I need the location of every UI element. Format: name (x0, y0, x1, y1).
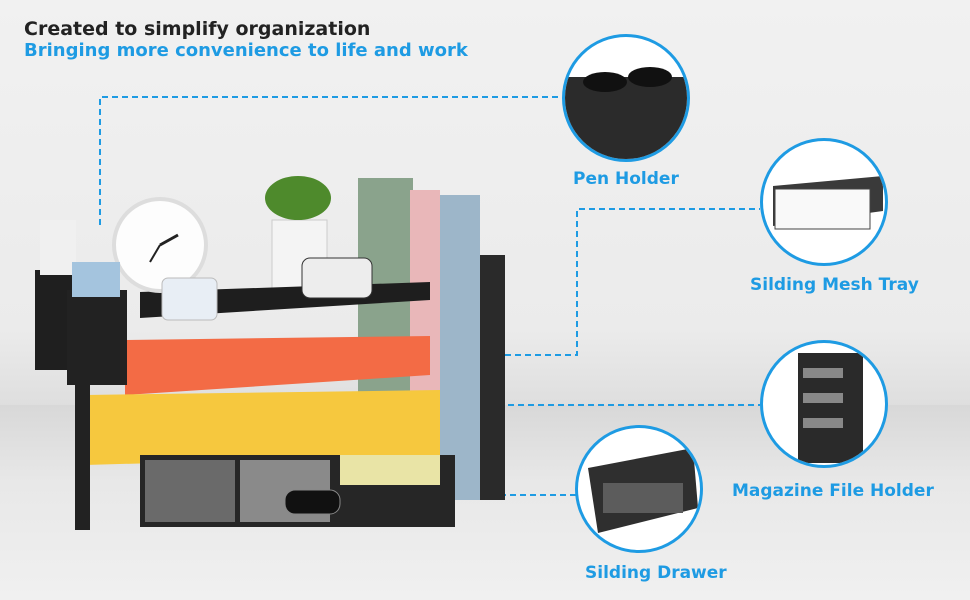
frame-left (75, 385, 90, 530)
plant-leaves (265, 176, 331, 220)
mesh-tray-detail-image (760, 138, 888, 266)
yellow-paper (85, 390, 440, 465)
orange-paper (125, 336, 430, 395)
pen-holder-detail-image (562, 34, 690, 162)
pen-cup-right (67, 290, 127, 385)
blue-folder (440, 195, 480, 500)
drawer-detail-image (575, 425, 703, 553)
mesh-tray-label: Silding Mesh Tray (750, 275, 919, 295)
drawer-label: Silding Drawer (585, 563, 727, 583)
paper-clip-jar (161, 277, 218, 321)
pen-holder-leader (99, 96, 560, 225)
file-holder-label: Magazine File Holder (732, 481, 934, 501)
pen-holder-label: Pen Holder (573, 169, 679, 189)
headline-title: Created to simplify organization (24, 18, 371, 40)
drawer-handle (284, 489, 341, 515)
file-holder-detail-image (760, 340, 888, 468)
headline-subtitle: Bringing more convenience to life and wo… (24, 40, 468, 61)
stapler (301, 257, 373, 299)
